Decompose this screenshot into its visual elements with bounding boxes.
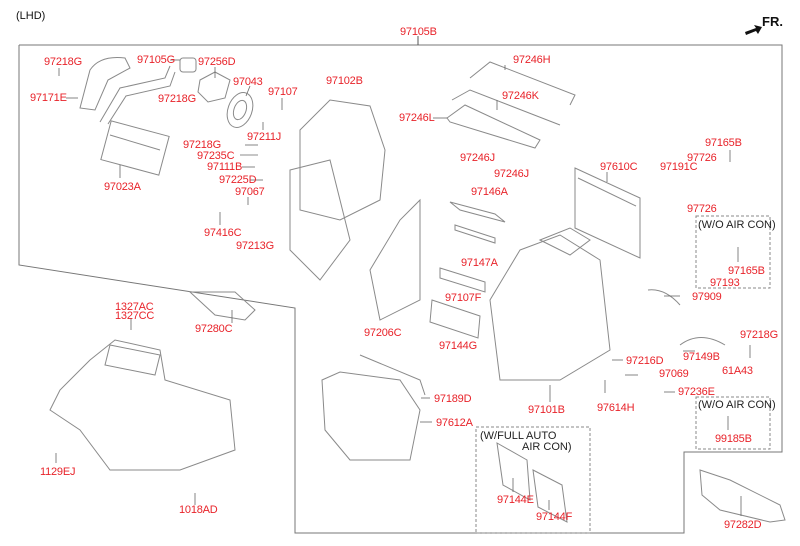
part-label-97144G[interactable]: 97144G <box>439 340 477 352</box>
wo-aircon-box-1 <box>695 215 771 289</box>
part-label-97614H[interactable]: 97614H <box>597 402 635 414</box>
part-label-97149B[interactable]: 97149B <box>683 351 720 363</box>
part-label-97246K[interactable]: 97246K <box>502 90 539 102</box>
front-direction-label: FR. <box>762 14 783 29</box>
part-label-97144E[interactable]: 97144E <box>497 494 534 506</box>
part-label-97105G[interactable]: 97105G <box>137 54 175 66</box>
part-label-97216D[interactable]: 97216D <box>626 355 664 367</box>
part-label-97191C[interactable]: 97191C <box>660 161 698 173</box>
part-label-97067[interactable]: 97067 <box>235 186 265 198</box>
part-label-97171E[interactable]: 97171E <box>30 92 67 104</box>
part-label-97282D[interactable]: 97282D <box>724 519 762 531</box>
part-label-97218G[interactable]: 97218G <box>183 139 221 151</box>
assembly-frame <box>18 44 783 534</box>
part-label-97236E[interactable]: 97236E <box>678 386 715 398</box>
part-label-97235C[interactable]: 97235C <box>197 150 235 162</box>
part-label-97023A[interactable]: 97023A <box>104 181 141 193</box>
part-label-1327AC[interactable]: 1327AC <box>115 301 154 313</box>
part-label-97225D[interactable]: 97225D <box>219 174 257 186</box>
part-label-97102B[interactable]: 97102B <box>326 75 363 87</box>
part-label-97069[interactable]: 97069 <box>659 368 689 380</box>
full-auto-aircon-note: AIR CON) <box>522 441 572 453</box>
assembly-part-label[interactable]: 97105B <box>400 26 437 38</box>
part-label-97246J[interactable]: 97246J <box>494 168 529 180</box>
part-label-97610C[interactable]: 97610C <box>600 161 638 173</box>
part-label-97416C[interactable]: 97416C <box>204 227 242 239</box>
part-label-97211J[interactable]: 97211J <box>247 131 282 143</box>
part-label-97193[interactable]: 97193 <box>710 277 740 289</box>
part-label-97726[interactable]: 97726 <box>687 203 717 215</box>
wo-aircon-box-2 <box>695 396 771 450</box>
part-label-97189D[interactable]: 97189D <box>434 393 472 405</box>
variant-label: (LHD) <box>16 10 46 22</box>
part-label-97246H[interactable]: 97246H <box>513 54 551 66</box>
part-label-97246J[interactable]: 97246J <box>460 152 495 164</box>
part-label-97612A[interactable]: 97612A <box>436 417 473 429</box>
part-label-1129EJ[interactable]: 1129EJ <box>40 466 76 478</box>
front-direction-arrow-icon <box>745 25 762 35</box>
wo-aircon-note: (W/O AIR CON) <box>698 399 776 411</box>
part-label-97246L[interactable]: 97246L <box>399 112 435 124</box>
part-label-97146A[interactable]: 97146A <box>471 186 508 198</box>
part-label-97726[interactable]: 97726 <box>687 152 717 164</box>
part-label-97218G[interactable]: 97218G <box>740 329 778 341</box>
full-auto-aircon-note: (W/FULL AUTO <box>480 430 557 442</box>
part-label-1018AD[interactable]: 1018AD <box>179 504 218 516</box>
part-label-99185B[interactable]: 99185B <box>715 433 752 445</box>
part-label-97043[interactable]: 97043 <box>233 76 263 88</box>
part-label-97107[interactable]: 97107 <box>268 86 298 98</box>
wo-aircon-note: (W/O AIR CON) <box>698 219 776 231</box>
part-label-97213G[interactable]: 97213G <box>236 240 274 252</box>
part-label-97165B[interactable]: 97165B <box>705 137 742 149</box>
part-label-97111B[interactable]: 97111B <box>207 161 243 173</box>
part-label-97909[interactable]: 97909 <box>692 291 722 303</box>
part-label-97144F[interactable]: 97144F <box>536 511 573 523</box>
part-label-97218G[interactable]: 97218G <box>44 56 82 68</box>
part-label-97256D[interactable]: 97256D <box>198 56 236 68</box>
part-label-97280C[interactable]: 97280C <box>195 323 233 335</box>
part-label-1327CC[interactable]: 1327CC <box>115 310 155 322</box>
part-label-97165B[interactable]: 97165B <box>728 265 765 277</box>
part-label-97147A[interactable]: 97147A <box>461 257 498 269</box>
part-label-97218G[interactable]: 97218G <box>158 93 196 105</box>
part-label-97107F[interactable]: 97107F <box>445 292 482 304</box>
full-auto-box <box>475 426 591 534</box>
part-label-61A43[interactable]: 61A43 <box>722 365 753 377</box>
part-label-97206C[interactable]: 97206C <box>364 327 402 339</box>
part-label-97101B[interactable]: 97101B <box>528 404 565 416</box>
